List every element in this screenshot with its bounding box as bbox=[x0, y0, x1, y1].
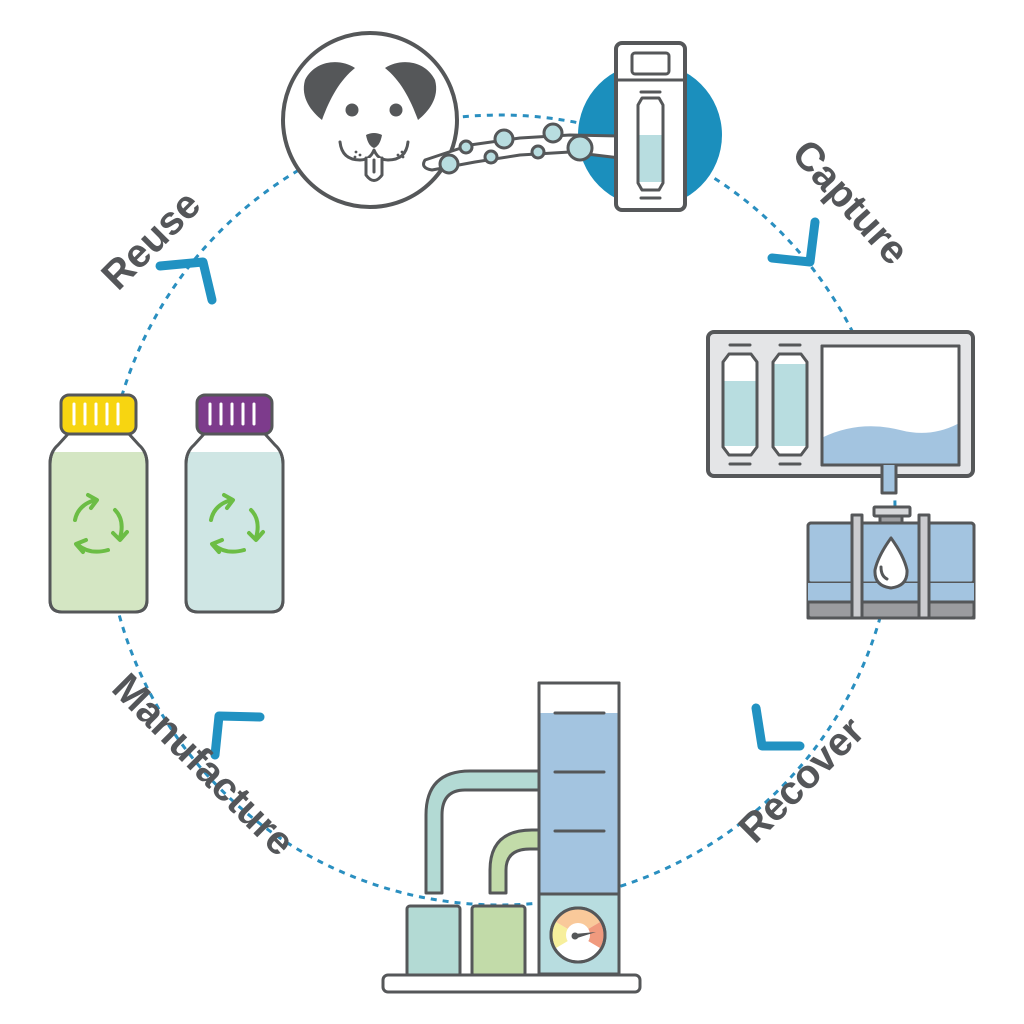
tank-icon bbox=[820, 344, 961, 495]
capture-device-icon bbox=[614, 41, 687, 212]
collection-bins-icon bbox=[405, 904, 527, 978]
recycle-icon bbox=[73, 493, 129, 554]
dog-face-icon bbox=[281, 31, 459, 209]
stage-label-recover: Recover bbox=[730, 709, 873, 852]
stage-label-capture: Capture bbox=[783, 132, 917, 274]
arrow-recover bbox=[751, 703, 805, 751]
stage-label-reuse: Reuse bbox=[93, 182, 209, 298]
recycle-icon bbox=[209, 493, 265, 554]
capture-illustration bbox=[281, 31, 722, 212]
manufacture-illustration bbox=[381, 681, 642, 994]
reuse-illustration bbox=[48, 393, 285, 614]
flow-arrows bbox=[155, 217, 820, 760]
stage-label-manufacture: Manufacture bbox=[104, 665, 303, 864]
recover-illustration bbox=[706, 330, 976, 620]
bottle-purple-cap-icon bbox=[184, 393, 285, 614]
arrow-capture bbox=[767, 217, 820, 267]
air-bubbles-icon bbox=[422, 122, 622, 175]
gauge-icon bbox=[549, 906, 607, 964]
arrow-reuse bbox=[155, 257, 217, 305]
bottle-yellow-cap-icon bbox=[48, 393, 149, 614]
container-drop-icon bbox=[806, 505, 976, 620]
arrow-manufacture bbox=[210, 711, 265, 760]
base-platform bbox=[381, 973, 642, 994]
